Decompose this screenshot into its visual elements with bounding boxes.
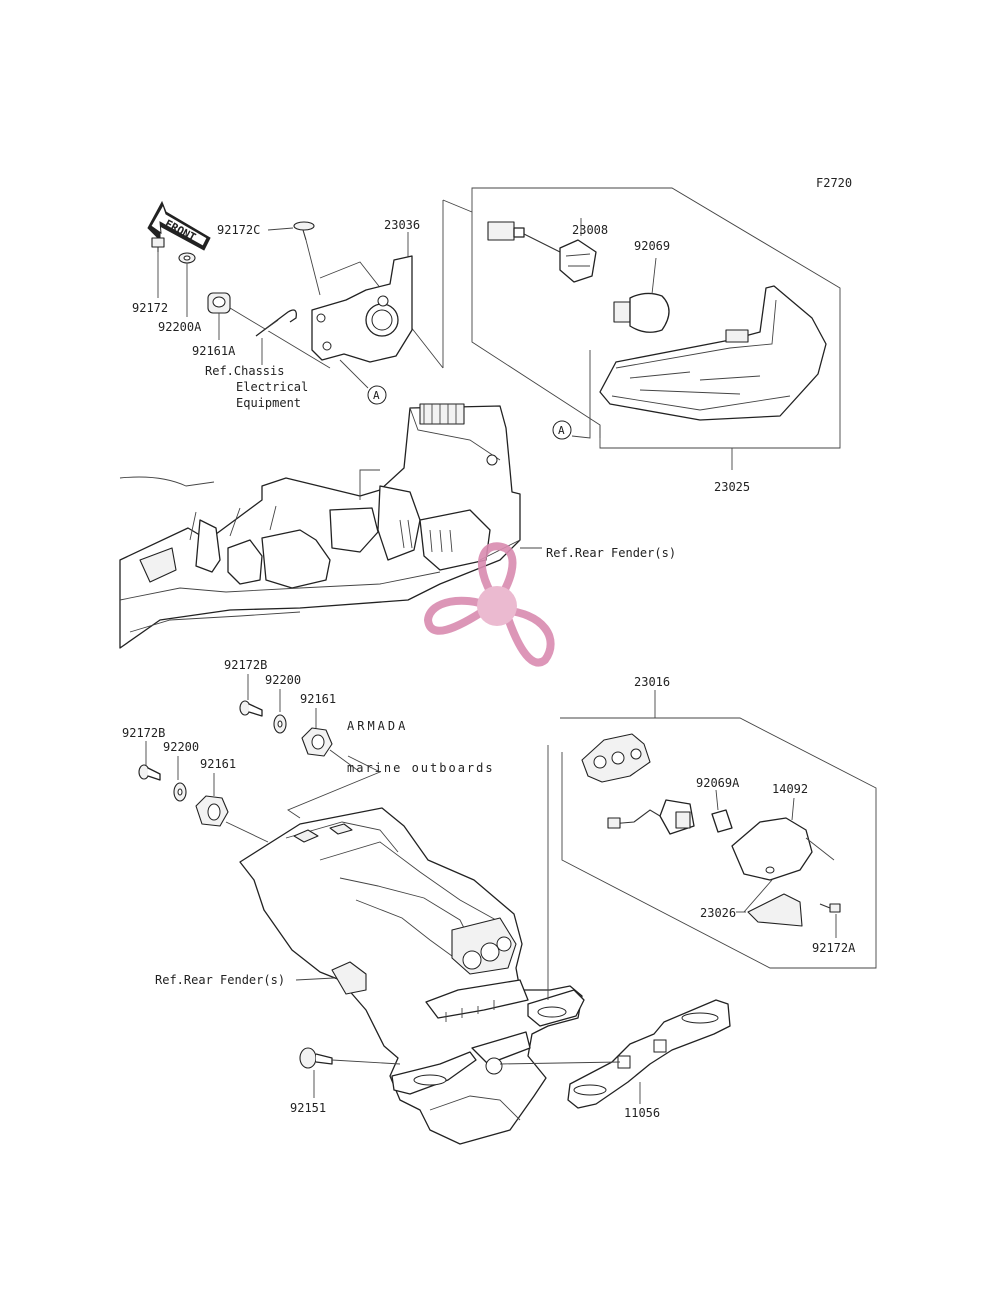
- callout-a-left-text: A: [373, 389, 380, 402]
- label-92069: 92069: [634, 239, 670, 253]
- label-92172a: 92172A: [812, 941, 856, 955]
- label-92172b-lower: 92172B: [122, 726, 165, 740]
- label-92200-upper: 92200: [265, 673, 301, 687]
- label-23016: 23016: [634, 675, 670, 689]
- label-92200-lower: 92200: [163, 740, 199, 754]
- bulb-92069-icon: [613, 257, 670, 333]
- label-92069a: 92069A: [696, 776, 740, 790]
- armada-logo-icon: [423, 542, 555, 667]
- bolt-92151-icon: [299, 1047, 401, 1098]
- label-11056: 11056: [624, 1106, 660, 1120]
- wire-clip-icon: [255, 309, 297, 365]
- callout-a-right-text: A: [558, 424, 565, 437]
- bracket-23036-icon: [311, 255, 413, 389]
- label-14092: 14092: [772, 782, 808, 796]
- bolt-92172b-lower-icon: [138, 764, 161, 781]
- license-lamp-housing-icon: [581, 733, 651, 783]
- rear-fender-lower-icon: [239, 807, 585, 1145]
- damper-92161-upper-icon: [301, 727, 361, 773]
- damper-92161-lower-icon: [195, 795, 269, 843]
- label-92172: 92172: [132, 301, 168, 315]
- ref-chassis-line2: Electrical: [236, 380, 308, 394]
- ref-chassis-line3: Equipment: [236, 396, 301, 410]
- washer-92200-upper-icon: [273, 714, 287, 734]
- label-92161-upper: 92161: [300, 692, 336, 706]
- bracket-11056-icon: [499, 999, 731, 1109]
- label-23025: 23025: [714, 480, 750, 494]
- label-92172c: 92172C: [217, 223, 260, 237]
- callout-a-right: A: [552, 420, 572, 440]
- screw-92172c-icon: [293, 221, 321, 296]
- socket-23008-icon: [487, 218, 597, 283]
- bolt-92172b-upper-icon: [239, 700, 263, 717]
- label-92200a: 92200A: [158, 320, 202, 334]
- rear-frame-upper-icon: [119, 403, 521, 649]
- bolt-92172-icon: [151, 237, 165, 298]
- ref-chassis-line1: Ref.Chassis: [205, 364, 284, 378]
- watermark-brand: ARMADA: [347, 719, 408, 733]
- washer-92200a-icon: [178, 252, 196, 317]
- screw-92172a-icon: [819, 903, 841, 938]
- label-23036: 23036: [384, 218, 420, 232]
- cover-14092-icon: [731, 797, 835, 881]
- ref-rear-fender-lower: Ref.Rear Fender(s): [155, 973, 285, 987]
- figure-code: F2720: [816, 176, 852, 190]
- label-23008: 23008: [572, 223, 608, 237]
- label-23026: 23026: [700, 906, 736, 920]
- watermark-tagline: marine outboards: [347, 761, 495, 775]
- label-92172b-upper: 92172B: [224, 658, 267, 672]
- label-92151: 92151: [290, 1101, 326, 1115]
- bulb-92069a-icon: [711, 789, 733, 833]
- license-lamp-socket-icon: [607, 799, 695, 835]
- tail-lamp-23025-icon: [599, 285, 827, 421]
- damper-92161a-icon: [207, 292, 331, 369]
- callout-a-left: A: [367, 385, 387, 405]
- ref-rear-fender-upper: Ref.Rear Fender(s): [546, 546, 676, 560]
- label-92161-lower: 92161: [200, 757, 236, 771]
- label-92161a: 92161A: [192, 344, 236, 358]
- lens-23026-icon: [743, 879, 803, 927]
- washer-92200-lower-icon: [173, 782, 187, 802]
